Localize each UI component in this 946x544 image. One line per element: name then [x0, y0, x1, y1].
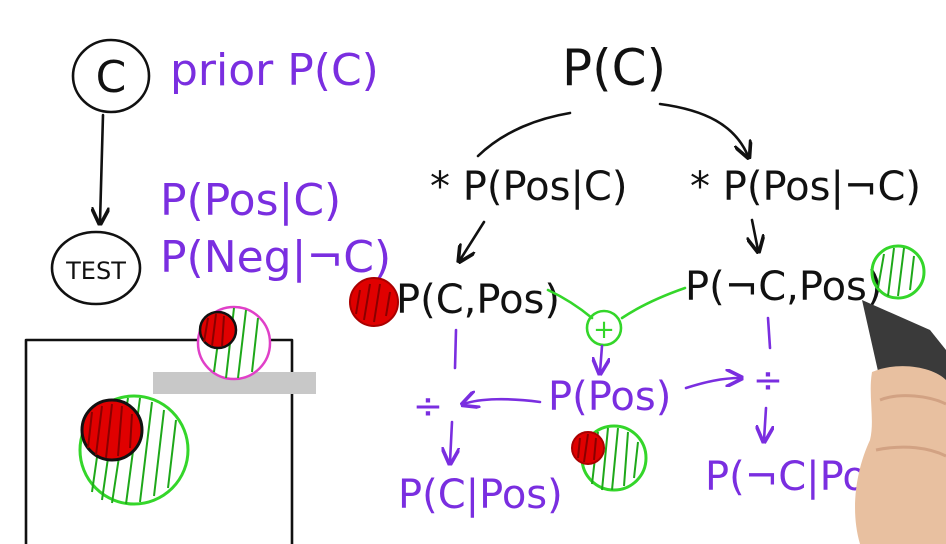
- joint-neg-to-plus: [620, 286, 687, 320]
- joint-pos: P(C,Pos): [396, 277, 560, 323]
- node-test: TEST: [50, 230, 142, 306]
- root-prior: P(C): [562, 39, 666, 97]
- plus-to-normalizer-arrow: [600, 344, 602, 372]
- prior-label: prior P(C): [170, 45, 379, 96]
- plus-sign: +: [593, 315, 615, 345]
- normalizer-venn: [571, 424, 648, 492]
- node-c-label: C: [96, 52, 127, 103]
- thumbnail-red-circle: [198, 310, 238, 350]
- green-joint-marker: [870, 244, 926, 300]
- right-mult-arrow: [752, 218, 758, 250]
- network-edge-arrow: [100, 113, 103, 222]
- right-drop-line: [766, 316, 772, 350]
- left-mult-arrow: [460, 220, 486, 260]
- node-test-label: TEST: [65, 257, 126, 285]
- right-divide-down-arrow: [764, 406, 766, 440]
- plus-circle: +: [585, 309, 623, 347]
- posterior-pos: P(C|Pos): [398, 472, 563, 518]
- joint-pos-to-plus: [546, 288, 594, 320]
- divide-left: ÷: [413, 386, 443, 427]
- joint-neg: P(¬C,Pos): [685, 264, 883, 310]
- normalizer: P(Pos): [548, 374, 671, 420]
- root-right-arrow: [658, 102, 748, 156]
- gray-bar: [153, 372, 316, 394]
- red-joint-marker: [349, 277, 399, 327]
- divide-right: ÷: [753, 360, 783, 401]
- cond-pos-label: P(Pos|C): [160, 175, 341, 226]
- large-red-circle: [80, 398, 144, 462]
- normalizer-to-left-divide: [464, 399, 542, 404]
- normalizer-to-right-divide: [684, 378, 740, 390]
- node-c: C: [71, 38, 151, 114]
- mult-likelihood-pos: * P(Pos|C): [430, 164, 627, 210]
- left-drop-line: [453, 328, 458, 370]
- cond-neg-label: P(Neg|¬C): [160, 232, 391, 283]
- mult-likelihood-neg: * P(Pos|¬C): [690, 164, 921, 210]
- thumbnail-overlay: [153, 305, 316, 394]
- hand-with-marker: [855, 300, 946, 544]
- root-left-arc: [476, 111, 572, 158]
- left-divide-down-arrow: [450, 420, 452, 462]
